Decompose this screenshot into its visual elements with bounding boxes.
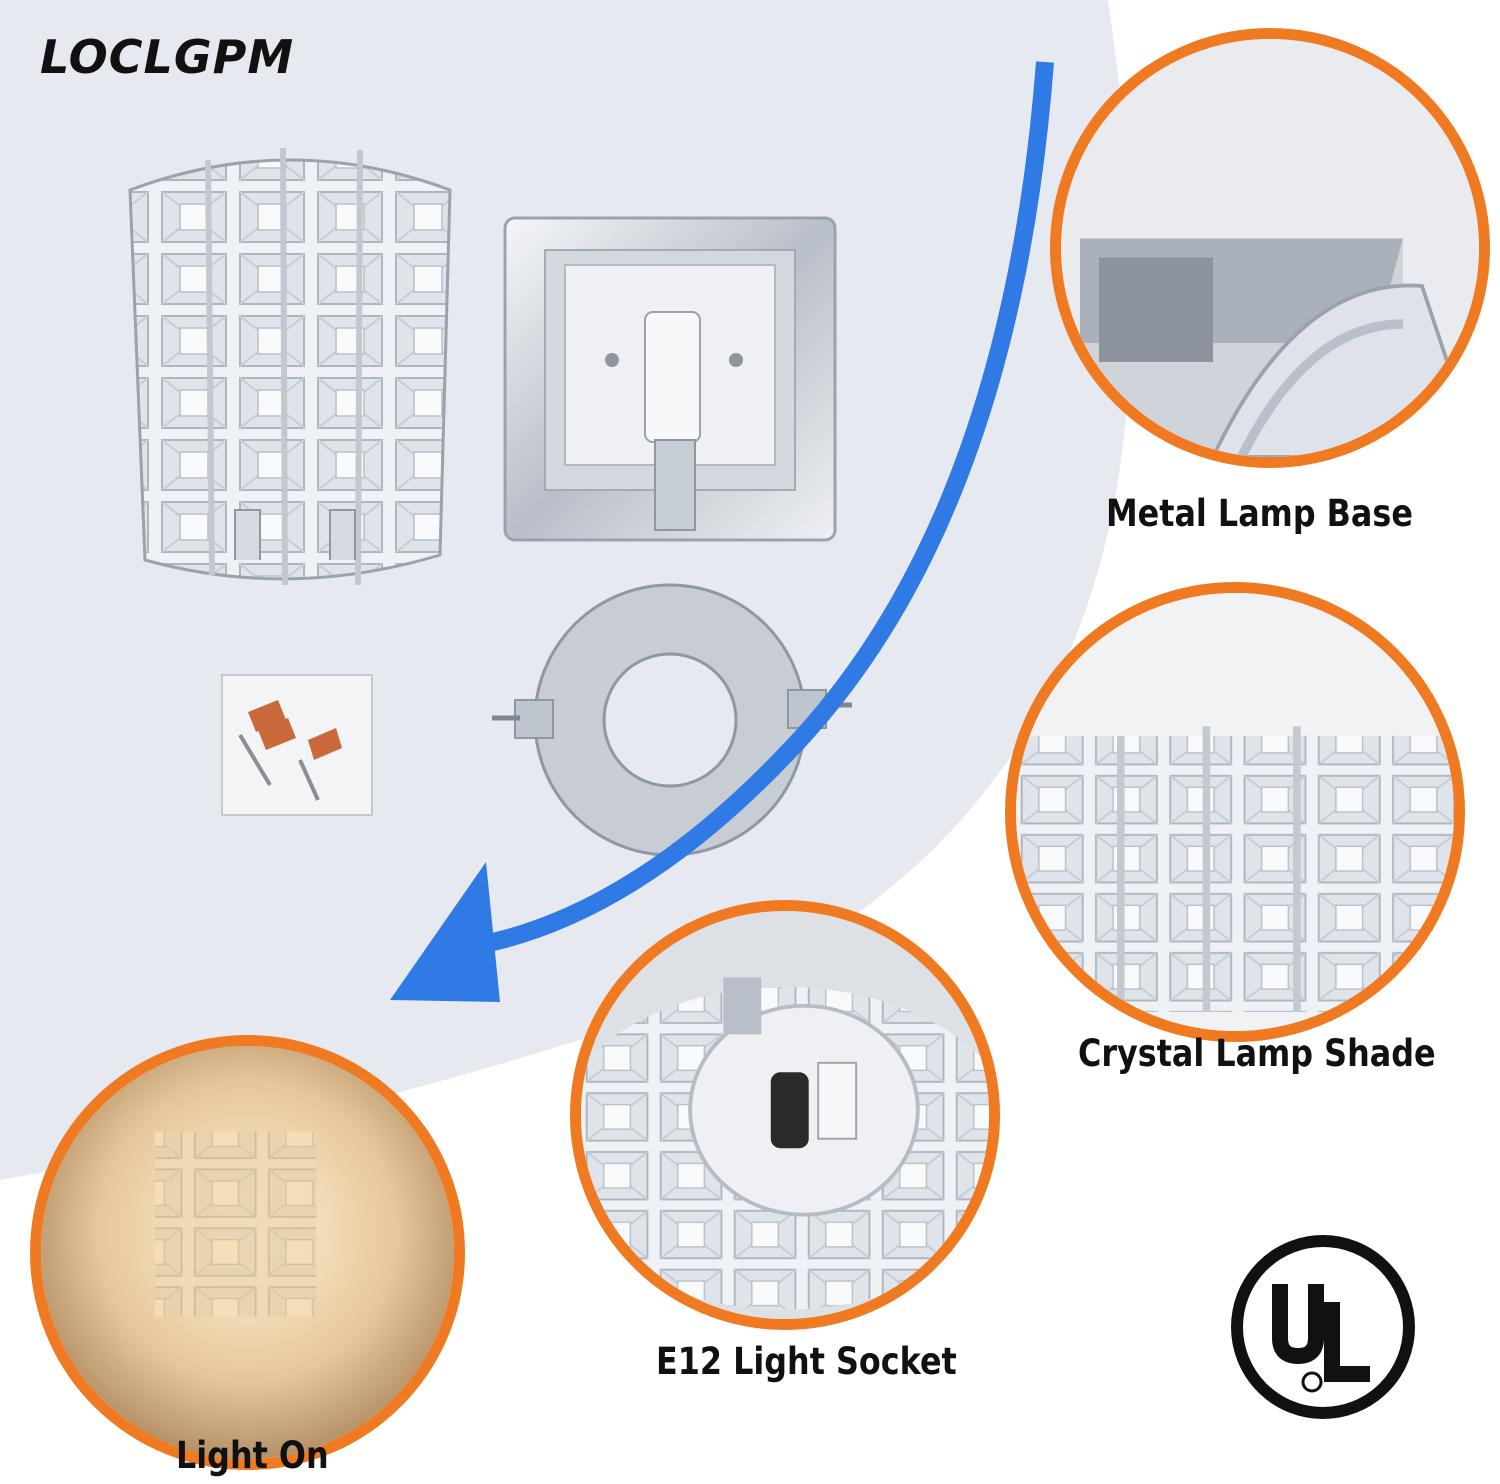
light-on-label: Light On (176, 1434, 329, 1477)
ul-listed-icon (1231, 1235, 1415, 1419)
crystal-lamp-shade-photo (1005, 582, 1465, 1042)
metal-lamp-base-label: Metal Lamp Base (1106, 492, 1413, 535)
e12-light-socket-label: E12 Light Socket (656, 1340, 957, 1383)
metal-lamp-base-photo (1050, 28, 1490, 468)
crystal-lamp-shade-label: Crystal Lamp Shade (1078, 1032, 1436, 1075)
light-on-photo (30, 1035, 465, 1470)
e12-light-socket-photo (570, 900, 1000, 1330)
brand-logo: LOCLGPM (40, 30, 295, 84)
metal-base-plate-image (503, 216, 837, 542)
hardware-bag-image (221, 674, 373, 816)
crystal-shade-image (128, 147, 452, 586)
